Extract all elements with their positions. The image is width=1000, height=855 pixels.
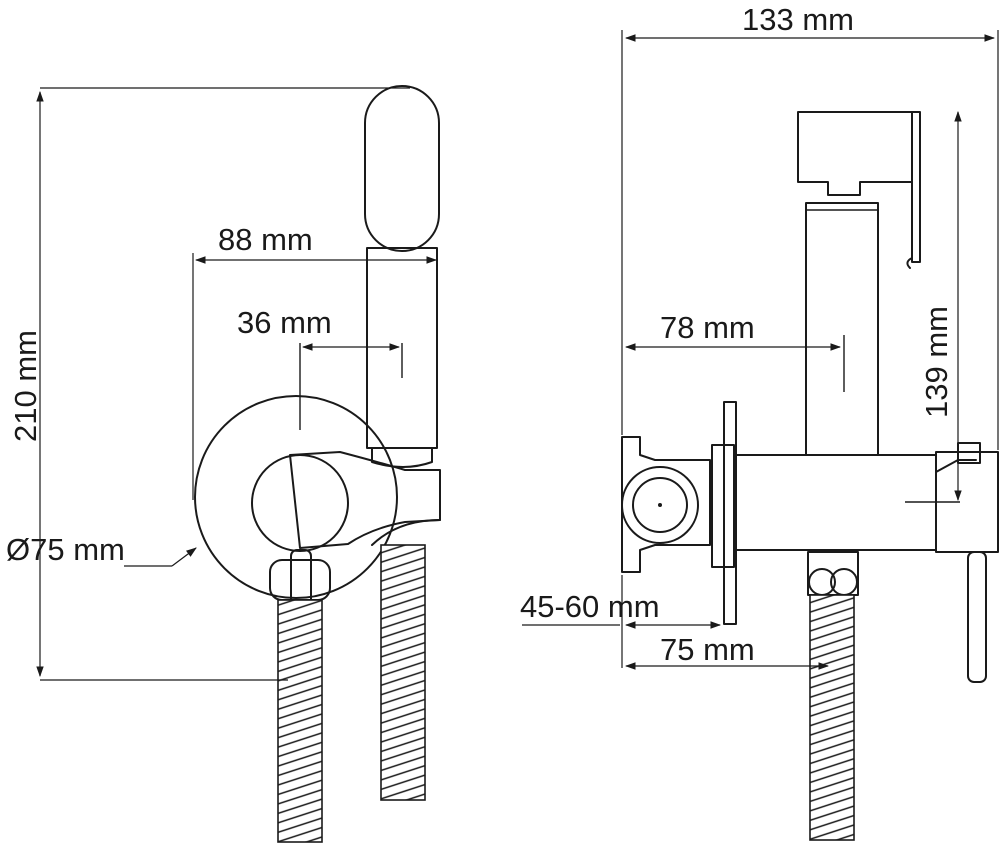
holder-tube — [805, 202, 879, 456]
dim-outlet-depth: 75 mm — [660, 632, 755, 667]
shower-head — [364, 85, 440, 252]
hose-right — [380, 544, 426, 801]
mixer-knob — [251, 454, 349, 552]
dim-wall-depth: 45-60 mm — [520, 589, 660, 624]
front-dimensions: 210 mm 88 mm 36 mm Ø75 mm — [6, 87, 438, 681]
side-hose — [809, 594, 855, 841]
side-lever — [967, 551, 987, 683]
valve-body — [621, 436, 711, 573]
dim-total-width: 133 mm — [742, 2, 854, 37]
front-view — [194, 85, 441, 843]
dim-lever-offset: 36 mm — [237, 305, 332, 340]
wall-plate — [194, 395, 398, 599]
dim-total-height: 210 mm — [8, 330, 43, 442]
side-head — [797, 111, 913, 196]
dim-depth-outlet: 78 mm — [660, 310, 755, 345]
outlet-nut — [807, 551, 859, 596]
holder-bracket — [289, 451, 441, 549]
hose-left — [277, 599, 323, 843]
side-view — [621, 111, 999, 841]
dim-holder-height: 139 mm — [919, 306, 954, 418]
dim-handle-reach: 88 mm — [218, 222, 313, 257]
valve-cartridge — [621, 466, 699, 544]
side-dimensions: 133 mm 78 mm 139 mm 45-60 mm 75 mm — [520, 2, 999, 670]
dim-plate-diameter: Ø75 mm — [6, 532, 125, 567]
